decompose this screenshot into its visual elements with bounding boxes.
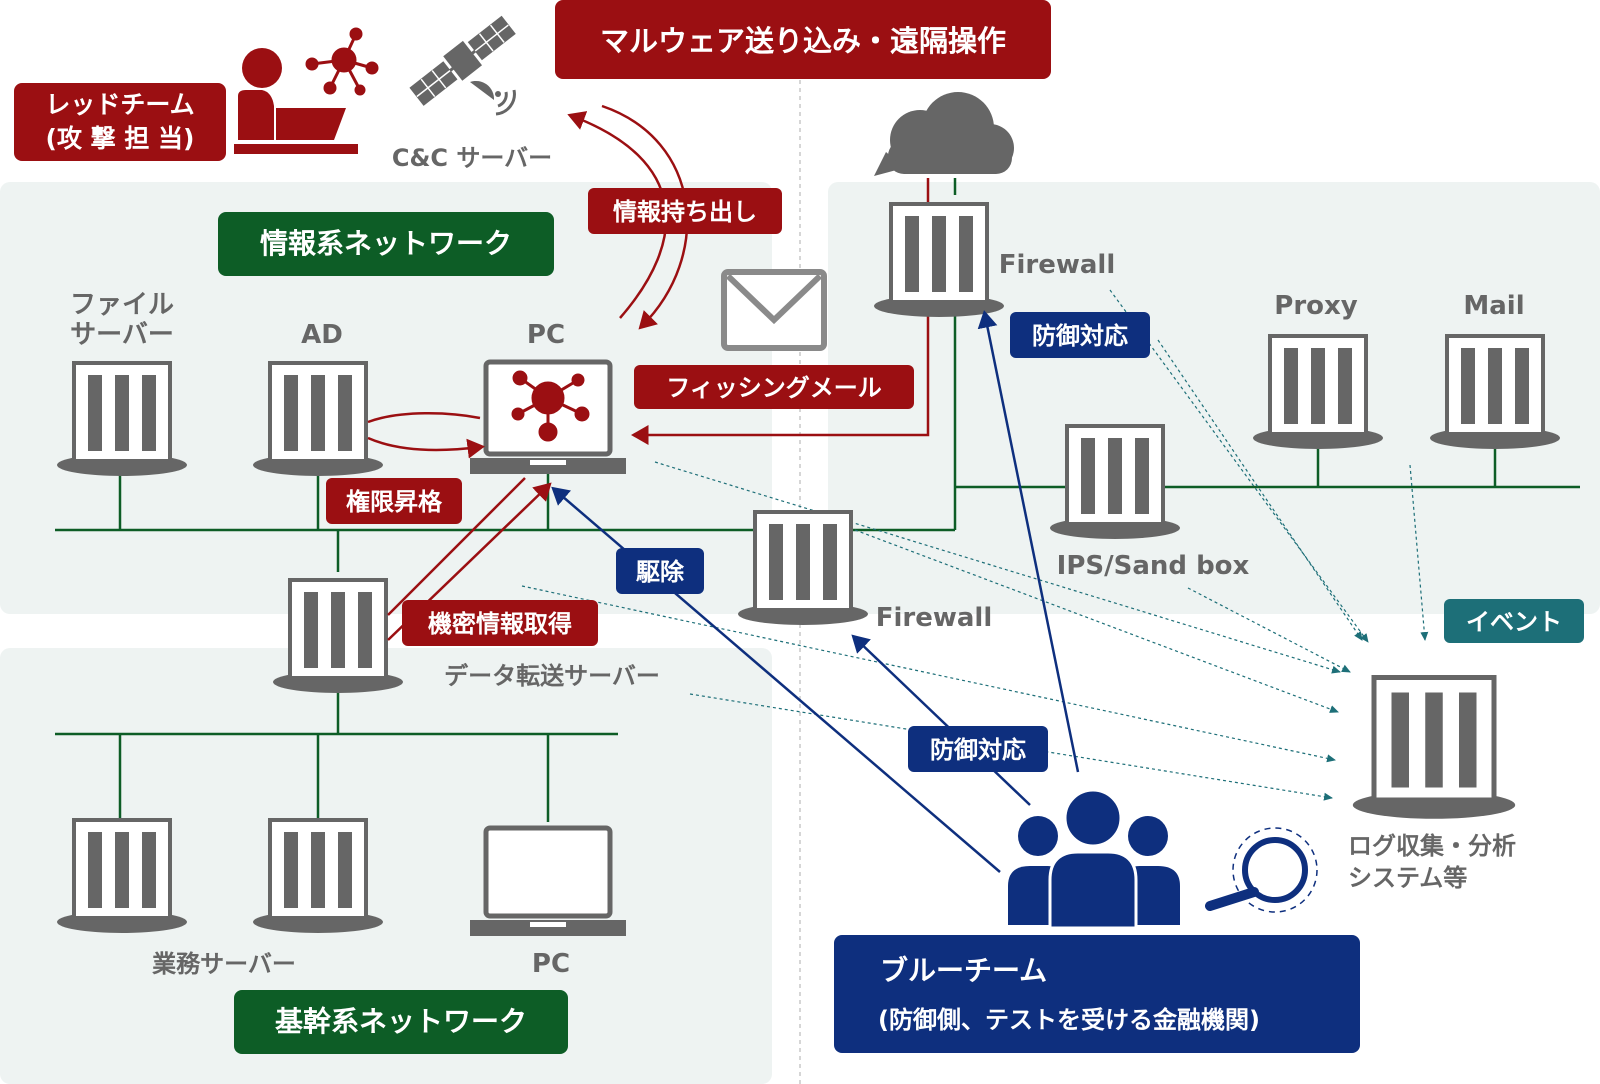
server-icon — [251, 361, 385, 478]
firewall-top-label: Firewall — [999, 250, 1116, 280]
malware-banner-box — [555, 0, 1051, 79]
event-box — [1444, 599, 1584, 643]
privilege-label: 権限昇格 — [346, 488, 443, 516]
server-icon — [736, 510, 870, 627]
business-server-label: 業務サーバー — [152, 950, 296, 978]
laptop-icon — [470, 825, 626, 936]
ad-label: AD — [301, 320, 343, 350]
proxy-label: Proxy — [1274, 291, 1358, 321]
satellite-icon — [409, 15, 516, 116]
pc-bottom-label: PC — [532, 949, 570, 979]
defense-lower-label: 防御対応 — [930, 736, 1026, 764]
blue-team-people-icon — [1008, 788, 1180, 930]
file-server-sublabel: サーバー — [70, 320, 174, 350]
virus-network-icon — [305, 27, 379, 96]
defense-firewall-arrow — [851, 634, 1031, 806]
exfiltration-box — [588, 188, 782, 234]
server-icon — [271, 578, 405, 695]
core-network-box — [234, 990, 568, 1054]
core-network-label: 基幹系ネットワーク — [275, 1005, 527, 1038]
log-server-icon — [1353, 678, 1516, 819]
ad-link-line — [367, 411, 481, 424]
server-icon — [1048, 424, 1182, 541]
defense-lower-box — [908, 726, 1048, 772]
red-team-box — [14, 83, 226, 161]
core-network-panel — [0, 648, 772, 1084]
server-icon — [1428, 334, 1562, 451]
server-icon — [872, 202, 1006, 319]
firewall-mid-label: Firewall — [876, 603, 993, 633]
defense-top-arrow — [977, 310, 1080, 773]
malware-banner-label: マルウェア送り込み・遠隔操作 — [600, 24, 1006, 58]
attacker-person-icon — [234, 48, 358, 154]
secret-info-line — [387, 477, 526, 616]
internet-zone-panel — [828, 182, 1600, 614]
mail-envelope-icon — [721, 269, 827, 351]
server-icon — [1251, 334, 1385, 451]
cloud-icon — [874, 92, 1014, 176]
info-network-panel — [0, 182, 772, 614]
phishing-label: フィッシングメール — [666, 374, 882, 402]
event-label: イベント — [1466, 608, 1562, 636]
defense-upper-label: 防御対応 — [1032, 322, 1128, 350]
privilege-box — [326, 478, 462, 524]
privilege-arrow — [367, 436, 485, 459]
server-icon — [55, 818, 189, 935]
blue-team-box — [834, 935, 1360, 1053]
server-icon — [251, 818, 385, 935]
info-network-label: 情報系ネットワーク — [260, 227, 512, 260]
file-server-label: ファイル — [70, 290, 174, 320]
defense-upper-box — [1010, 312, 1150, 358]
log-system-sublabel: システム等 — [1348, 864, 1467, 892]
cc-server-label: C&C サーバー — [392, 144, 552, 172]
removal-box — [616, 548, 704, 594]
ips-label: IPS/Sand box — [1057, 551, 1250, 581]
pc-top-label: PC — [527, 320, 565, 350]
server-icon — [55, 361, 189, 478]
red-team-sublabel: (攻 撃 担 当) — [46, 124, 195, 153]
blue-team-label: ブルーチーム — [880, 954, 1047, 987]
phishing-box — [634, 365, 914, 409]
log-system-label: ログ収集・分析 — [1348, 832, 1516, 860]
removal-label: 駆除 — [636, 558, 685, 586]
exfiltration-label: 情報持ち出し — [613, 198, 757, 226]
mail-label: Mail — [1463, 291, 1524, 321]
data-transfer-label: データ転送サーバー — [444, 662, 660, 690]
virus-network-icon — [511, 370, 590, 442]
secret-info-box — [402, 600, 598, 646]
blue-team-sublabel: (防御側、テストを受ける金融機関) — [878, 1006, 1260, 1034]
info-network-box — [218, 212, 554, 276]
secret-info-label: 機密情報取得 — [428, 610, 572, 638]
magnifier-icon — [1205, 827, 1318, 913]
red-team-label: レッドチーム — [45, 90, 194, 119]
